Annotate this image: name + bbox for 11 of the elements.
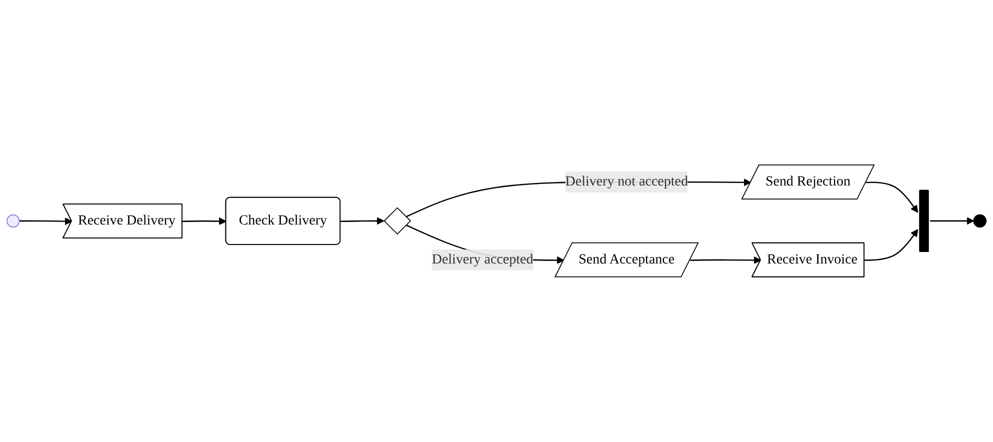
arrow bbox=[19, 217, 72, 226]
arrow bbox=[930, 217, 974, 225]
arrow bbox=[866, 182, 918, 213]
arrow bbox=[864, 229, 918, 261]
arrow bbox=[340, 217, 384, 225]
node-circle bbox=[6, 214, 20, 228]
edge-label: Delivery accepted bbox=[432, 252, 534, 267]
arrow bbox=[690, 256, 762, 264]
edge-label: Delivery not accepted bbox=[565, 174, 688, 190]
arrow bbox=[182, 217, 226, 226]
node-diamond bbox=[384, 207, 412, 235]
